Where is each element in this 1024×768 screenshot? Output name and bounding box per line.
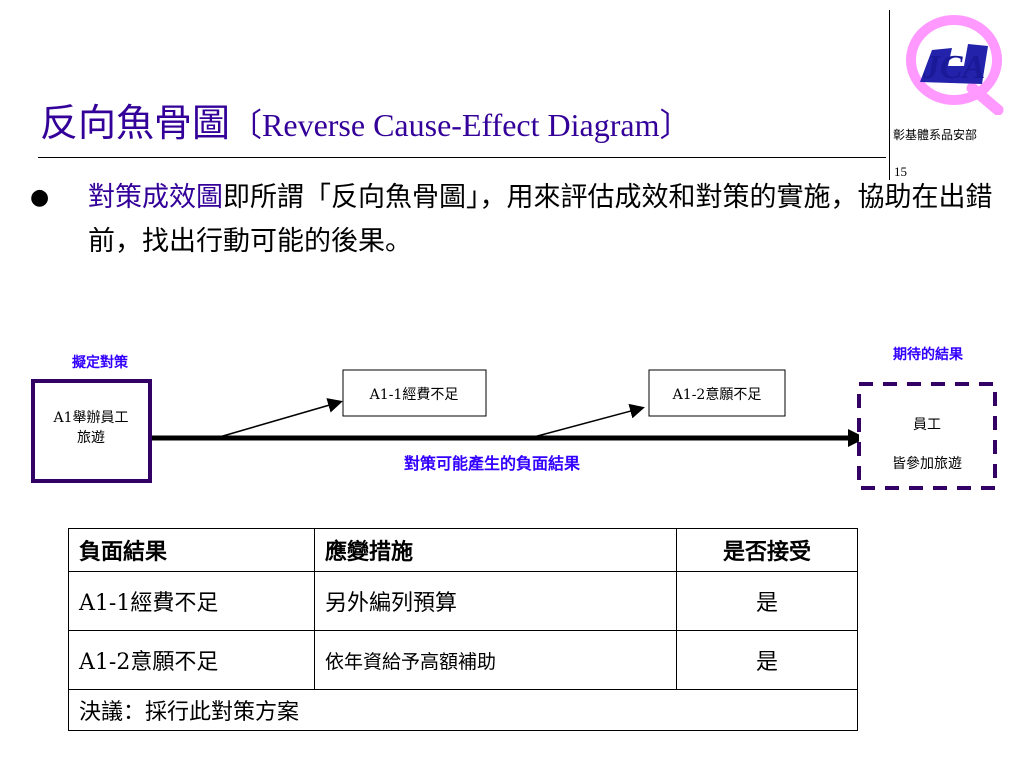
table-row: A1-1經費不足 另外編列預算 是 xyxy=(68,571,858,631)
spine-arrowhead-icon xyxy=(848,429,866,447)
countermeasure-box xyxy=(31,379,152,483)
countermeasure-line-1: A1舉辦員工 xyxy=(52,409,128,426)
table-cell-result: A1-2意願不足 xyxy=(68,630,315,690)
table-cell-accept: 是 xyxy=(676,571,858,631)
branch-box-1 xyxy=(342,369,487,417)
department-label: 彰基體系品安部 xyxy=(893,128,978,142)
title-english: 〔Reverse Cause-Effect Diagram〕 xyxy=(230,107,692,143)
table-cell-response: 另外編列預算 xyxy=(314,571,677,631)
table-header-response: 應變措施 xyxy=(314,528,677,572)
branch-box-2 xyxy=(648,369,786,417)
branch-arrow-2 xyxy=(529,403,645,439)
left-box-title: 擬定對策 xyxy=(72,354,129,371)
evaluation-table: 負面結果 應變措施 是否接受 A1-1經費不足 另外編列預算 是 A1-2意願不… xyxy=(68,528,858,731)
right-box-title: 期待的結果 xyxy=(893,346,964,363)
table-header-negative-result: 負面結果 xyxy=(68,528,315,572)
reverse-fishbone-diagram: 擬定對策 A1舉辦員工 旅遊 A1-1經費不足 A1-2意願不足 對策可能產生的… xyxy=(31,346,997,490)
table-cell-accept: 是 xyxy=(676,630,858,690)
logo: JCA xyxy=(906,15,1004,115)
countermeasure-line-2: 旅遊 xyxy=(77,430,105,446)
table-header-row: 負面結果 應變措施 是否接受 xyxy=(68,528,858,572)
table-header-accept: 是否接受 xyxy=(676,528,858,572)
bullet-term: 對策成效圖 xyxy=(88,182,223,213)
bullet-text-block: 對策成效圖即所謂「反向魚骨圖」，用來評估成效和對策的實施，協助在出錯前，找出行動… xyxy=(88,176,1018,264)
header-vertical-divider xyxy=(889,10,890,180)
branch-arrow-1 xyxy=(215,398,343,439)
title-chinese: 反向魚骨圖 xyxy=(40,101,231,145)
spine-label: 對策可能產生的負面結果 xyxy=(404,454,580,473)
table-cell-response: 依年資給予高額補助 xyxy=(314,630,677,690)
table-decision: 決議：採行此對策方案 xyxy=(68,689,858,731)
title-divider xyxy=(38,157,886,158)
page-number: 15 xyxy=(894,164,907,179)
bullet-body: 即所謂「反向魚骨圖」，用來評估成效和對策的實施，協助在出錯前，找出行動可能的後果… xyxy=(88,182,993,257)
branch-label-1: A1-1經費不足 xyxy=(369,387,459,403)
expected-result-line-1: 員工 xyxy=(913,417,941,433)
table-cell-result: A1-1經費不足 xyxy=(68,571,315,631)
logo-mark xyxy=(906,15,1004,115)
bullet-dot-icon: ● xyxy=(30,185,50,210)
table-row: A1-2意願不足 依年資給予高額補助 是 xyxy=(68,630,858,690)
page-title: 反向魚骨圖〔Reverse Cause-Effect Diagram〕 xyxy=(40,92,691,147)
expected-result-box xyxy=(857,382,997,490)
logo-text: JCA xyxy=(922,49,985,86)
branch-label-2: A1-2意願不足 xyxy=(672,386,762,403)
table-decision-row: 決議：採行此對策方案 xyxy=(68,689,858,731)
expected-result-line-2: 皆參加旅遊 xyxy=(892,456,962,472)
